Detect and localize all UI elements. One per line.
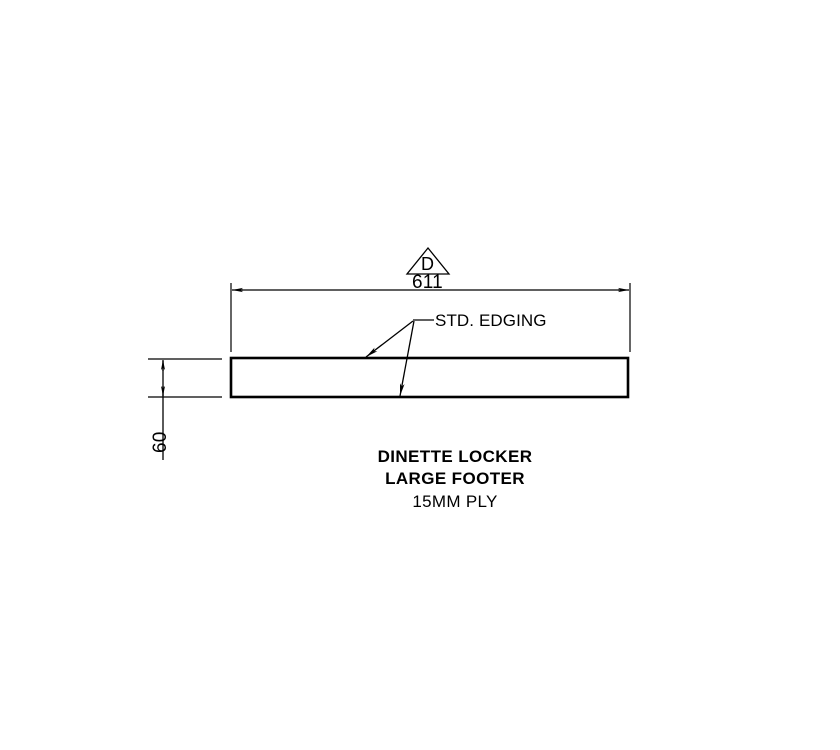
width-dimension-group [230,283,631,352]
width-dimension-value: 611 [412,272,443,293]
detail-callout-letter: D [421,254,434,274]
part-outline [229,356,630,399]
edging-leader-group [365,319,434,397]
edging-leader-to-top-edge [365,320,414,358]
detail-callout-triangle [405,246,451,275]
edging-note-label: STD. EDGING [435,311,547,330]
edging-leader-to-bottom-edge [399,320,415,397]
part-title-line-2: LARGE FOOTER [385,469,525,488]
part-material-label: 15MM PLY [412,492,498,511]
height-dimension-group [148,358,222,460]
height-dimension-value: 60 [150,431,171,453]
part-title-line-1: DINETTE LOCKER [377,447,533,466]
title-block: DINETTE LOCKER LARGE FOOTER 15MM PLY [255,447,655,512]
footer-panel-rectangle [229,356,630,399]
callout-triangle-shape [405,246,451,275]
